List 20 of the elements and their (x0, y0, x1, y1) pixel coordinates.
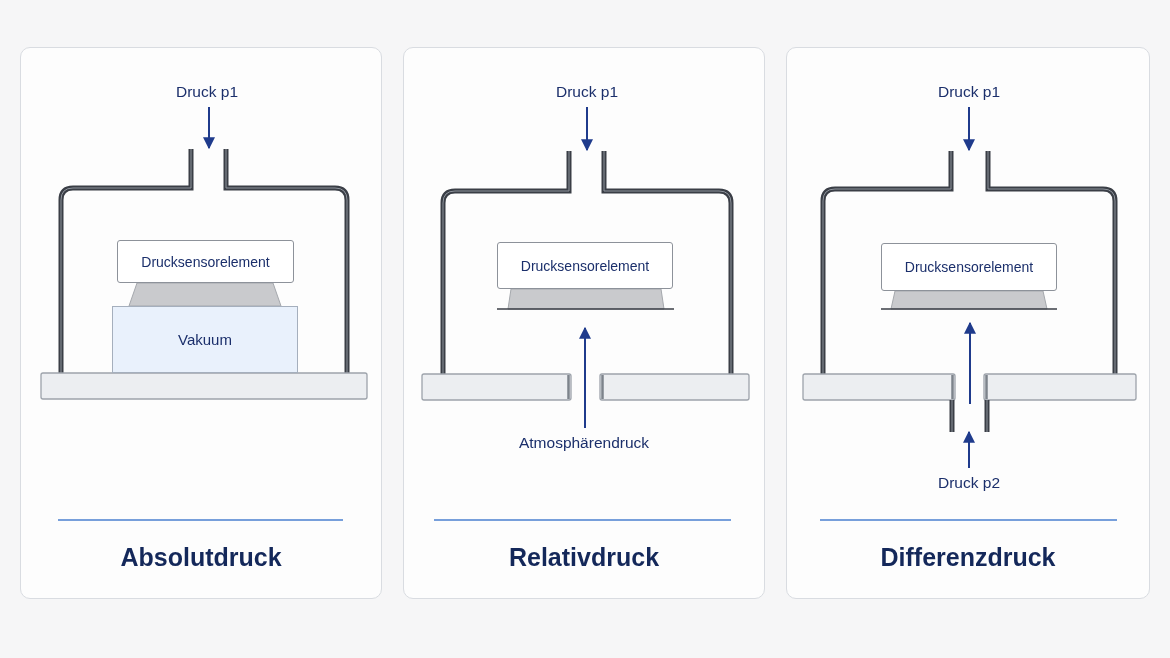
panel-title: Absolutdruck (120, 542, 282, 572)
arrow (579, 326, 591, 429)
panel-title: Differenzdruck (880, 542, 1056, 572)
pressure-label: Druck p1 (556, 83, 618, 101)
panel-title: Relativdruck (508, 542, 660, 572)
arrow (203, 106, 215, 150)
pressure-label: Druck p1 (938, 83, 1000, 101)
arrow (963, 430, 975, 469)
arrow (963, 106, 975, 152)
panel-card (403, 47, 765, 599)
pressure-label: Atmosphärendruck (518, 434, 650, 452)
arrow (581, 106, 593, 152)
pressure-label: Druck p1 (176, 83, 238, 101)
vacuum-chamber: Vakuum (112, 306, 298, 373)
sensor-element-box: Drucksensorelement (881, 243, 1057, 291)
panel-card (786, 47, 1150, 599)
sensor-element-box: Drucksensorelement (117, 240, 294, 283)
sensor-element-box: Drucksensorelement (497, 242, 673, 289)
panel-card (20, 47, 382, 599)
pressure-label: Druck p2 (938, 474, 1000, 492)
